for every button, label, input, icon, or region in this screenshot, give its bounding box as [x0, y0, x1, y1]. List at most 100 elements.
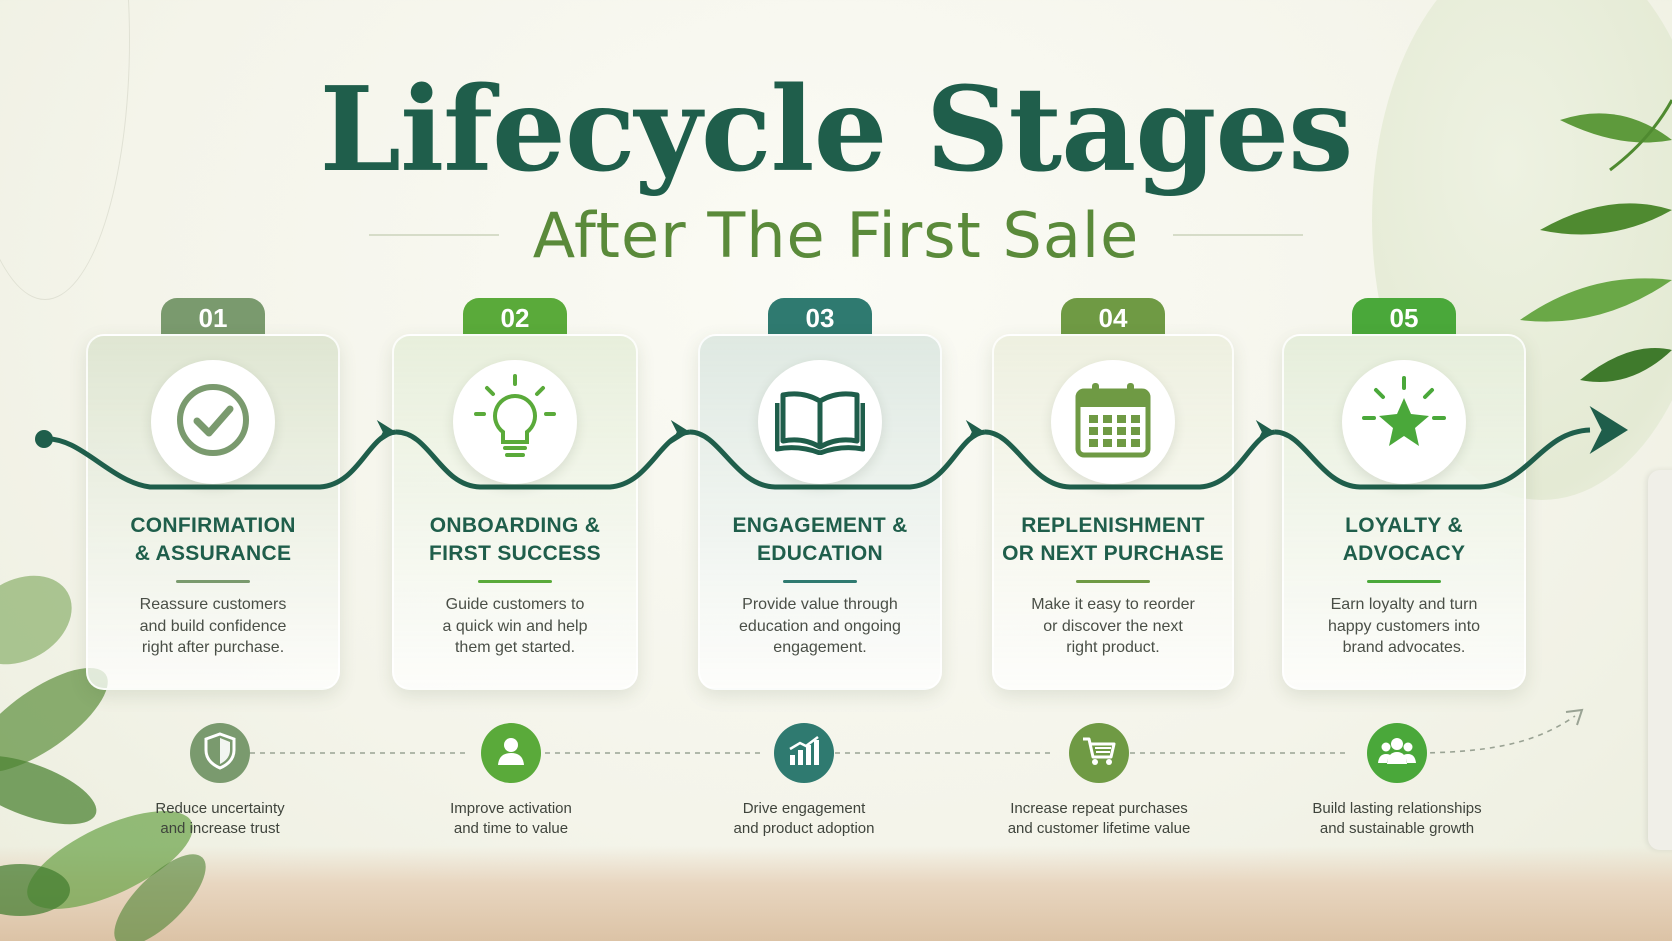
stage-description-line: right after purchase. — [141, 639, 285, 656]
stage-divider — [783, 580, 857, 583]
page-subtitle: After The First Sale — [532, 198, 1140, 272]
user-icon — [495, 735, 527, 772]
benefit-label-line: and sustainable growth — [1319, 820, 1475, 837]
open-book-icon — [774, 385, 866, 460]
stage-description: Make it easy to reorder or discover the n… — [992, 594, 1234, 659]
benefit-label-line: and time to value — [453, 820, 569, 837]
stage-description-line: a quick win and help — [442, 617, 588, 635]
flow-arrow-icon — [376, 420, 396, 444]
plant-left-icon — [0, 575, 206, 941]
flow-segment — [689, 429, 986, 490]
check-circle-icon — [175, 382, 251, 463]
benefit-dashed-line — [250, 715, 1576, 754]
stage-description-line: or discover the next — [1043, 617, 1183, 635]
subtitle-divider-right — [1173, 234, 1304, 236]
stage-number-tab: 03 — [768, 298, 872, 336]
stage-description-line: and build confidence — [139, 617, 287, 635]
benefit-icon-circle — [481, 723, 541, 783]
benefit-label-line: Increase repeat purchases — [1010, 800, 1188, 817]
stage-description: Reassure customers and build confidence ri… — [86, 594, 340, 659]
flow-segment — [984, 429, 1276, 490]
bar-chart-icon — [787, 735, 821, 772]
stage-title-line: EDUCATION — [757, 542, 883, 565]
stage-number-tab: 01 — [161, 298, 265, 336]
stage-number-tab: 05 — [1352, 298, 1456, 336]
shopping-cart-icon — [1081, 735, 1117, 772]
benefit-label-line: Improve activation — [450, 800, 572, 817]
stage-title-line: ENGAGEMENT & — [732, 514, 908, 537]
benefit-label-line: Reduce uncertainty — [155, 800, 285, 817]
flow-arrow-icon — [1589, 406, 1628, 454]
stage-title-line: & ASSURANCE — [134, 542, 292, 565]
stage-title-line: REPLENISHMENT — [1021, 514, 1205, 537]
stage-divider — [1076, 580, 1150, 583]
stage-icon-circle — [151, 360, 275, 484]
stage-number-tab: 04 — [1061, 298, 1165, 336]
flow-segment — [1274, 427, 1591, 490]
flow-arrow-icon — [965, 420, 985, 444]
stage-icon-circle — [1051, 360, 1175, 484]
stage-description: Earn loyalty and turn happy customers int… — [1282, 594, 1526, 659]
stage-description-line: happy customers into — [1327, 617, 1481, 635]
stage-divider — [176, 580, 250, 583]
calendar-icon — [1072, 379, 1154, 466]
lightbulb-icon — [472, 373, 558, 471]
stage-title: CONFIRMATION & ASSURANCE — [86, 512, 340, 568]
benefit-label: Increase repeat purchases and customer li… — [979, 799, 1219, 839]
stage-icon-circle — [758, 360, 882, 484]
flow-segment — [43, 429, 397, 490]
stage-title-line: CONFIRMATION — [130, 514, 296, 537]
stage-description-line: them get started. — [454, 639, 576, 656]
stage-title: ONBOARDING & FIRST SUCCESS — [392, 512, 638, 568]
plant-right-icon — [1520, 99, 1672, 382]
stage-divider — [1367, 580, 1441, 583]
benefit-icon-circle — [190, 723, 250, 783]
stage-description-line: right product. — [1066, 639, 1160, 656]
page-title: Lifecycle Stages — [319, 62, 1354, 198]
benefit-label-line: and customer lifetime value — [1007, 820, 1191, 837]
flow-start-dot — [35, 430, 53, 448]
stage-title-line: ONBOARDING & — [429, 514, 601, 537]
benefit-label: Improve activation and time to value — [391, 799, 631, 839]
flow-segment — [395, 429, 691, 490]
stage-description-line: education and ongoing — [739, 617, 901, 635]
stage-description-line: Reassure customers — [139, 596, 287, 613]
subtitle-divider-left — [368, 234, 499, 236]
benefit-icon-circle — [774, 723, 834, 783]
flow-arrow-icon — [670, 420, 690, 444]
benefit-icon-circle — [1367, 723, 1427, 783]
benefit-label-line: and product adoption — [733, 820, 875, 837]
stage-title-line: LOYALTY & — [1345, 514, 1463, 537]
stage-title: ENGAGEMENT & EDUCATION — [698, 512, 942, 568]
vase — [1648, 470, 1672, 850]
stage-description: Provide value through education and ongoi… — [698, 594, 942, 659]
stage-title: LOYALTY & ADVOCACY — [1282, 512, 1526, 568]
benefit-label: Drive engagement and product adoption — [684, 799, 924, 839]
stage-description-line: Guide customers to — [445, 596, 585, 613]
group-icon — [1378, 736, 1416, 771]
flow-arrow-icon — [1255, 420, 1275, 444]
wooden-table-surface — [0, 846, 1672, 941]
benefit-label-line: Build lasting relationships — [1312, 800, 1482, 817]
benefit-icon-circle — [1069, 723, 1129, 783]
stage-title-line: FIRST SUCCESS — [429, 542, 601, 565]
stage-icon-circle — [453, 360, 577, 484]
stage-icon-circle — [1342, 360, 1466, 484]
star-icon — [1358, 374, 1450, 471]
stage-title-line: ADVOCACY — [1342, 542, 1466, 565]
benefit-arrow-icon — [1565, 708, 1584, 726]
stage-description-line: Make it easy to reorder — [1031, 596, 1195, 613]
stage-description: Guide customers to a quick win and help th… — [392, 594, 638, 659]
stage-number-tab: 02 — [463, 298, 567, 336]
benefit-label-line: Drive engagement — [742, 800, 866, 817]
stage-title: REPLENISHMENT OR NEXT PURCHASE — [992, 512, 1234, 568]
benefit-label: Build lasting relationships and sustainab… — [1277, 799, 1517, 839]
stage-description-line: brand advocates. — [1342, 639, 1466, 656]
stage-description-line: Provide value through — [742, 596, 898, 613]
stage-description-line: Earn loyalty and turn — [1330, 596, 1478, 613]
stage-title-line: OR NEXT PURCHASE — [1002, 542, 1224, 565]
shield-icon — [203, 731, 237, 775]
